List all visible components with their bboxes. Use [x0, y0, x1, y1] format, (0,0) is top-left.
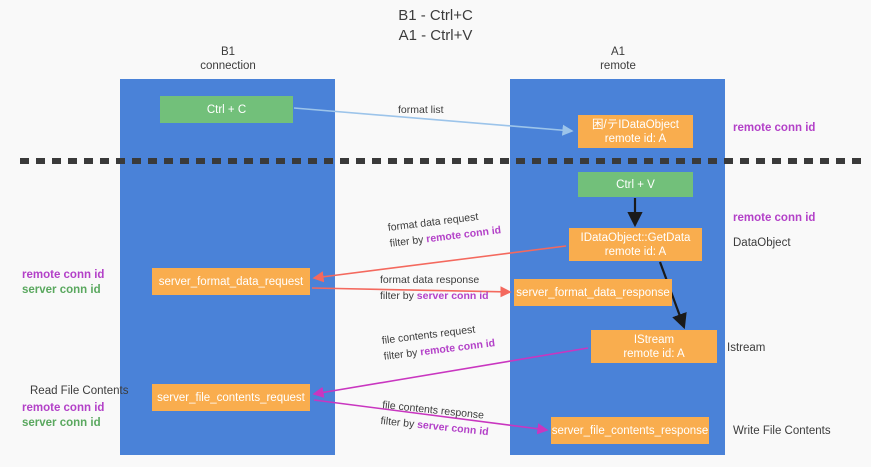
edge-label-file-contents-request: file contents request filter by remote c…: [381, 320, 496, 364]
edge-label-format-data-request: format data request filter by remote con…: [387, 207, 502, 251]
column-header-a1-name: A1: [610, 46, 626, 58]
edge-label-format-list: format list: [398, 103, 444, 118]
column-header-a1-role: remote: [600, 60, 636, 72]
side-label-istream: Istream: [727, 342, 766, 354]
column-header-b1: B1 connection: [138, 45, 318, 73]
side-label-dataobject: DataObject: [733, 237, 791, 249]
node-server-format-data-response[interactable]: server_format_data_response: [514, 279, 672, 306]
node-getdata-line2: remote id: A: [604, 245, 667, 258]
filter-key: server conn id: [416, 290, 489, 302]
edge-label-format-data-response: format data response filter by server co…: [380, 273, 489, 304]
node-server-file-contents-response-label: server_file_contents_response: [551, 424, 709, 437]
column-header-b1-role: connection: [200, 60, 256, 72]
side-label-left-server-conn-id-2: server conn id: [22, 417, 101, 429]
edge-label-format-data-response-filter: filter by server conn id: [380, 289, 489, 304]
side-label-left-server-conn-id: server conn id: [22, 284, 101, 296]
node-istream-line1: IStream: [633, 333, 675, 346]
edge-label-format-data-response-main: format data response: [380, 274, 480, 286]
side-label-left-remote-conn-id-2: remote conn id: [22, 402, 105, 414]
node-idataobject-line2: remote id: A: [604, 132, 667, 145]
filter-prefix: filter by: [383, 346, 422, 363]
side-label-left-remote-conn-id: remote conn id: [22, 269, 105, 281]
node-idataobject-getdata[interactable]: IDataObject::GetData remote id: A: [569, 228, 702, 261]
side-label-read-file-contents: Read File Contents: [30, 385, 129, 397]
column-header-a1: A1 remote: [528, 45, 708, 73]
title-line-2: A1 - Ctrl+V: [398, 27, 473, 44]
title-line-1: B1 - Ctrl+C: [398, 7, 473, 24]
side-label-write-file-contents: Write File Contents: [733, 425, 831, 437]
node-server-format-data-request-label: server_format_data_request: [158, 275, 304, 288]
side-label-remote-conn-id-top: remote conn id: [733, 122, 816, 134]
edge-label-format-list-text: format list: [398, 104, 444, 116]
side-label-left-conn-ids-2: remote conn id server conn id: [22, 401, 104, 431]
filter-prefix: filter by: [380, 290, 417, 302]
node-server-file-contents-request-label: server_file_contents_request: [157, 391, 305, 404]
filter-prefix: filter by: [379, 414, 418, 431]
filter-prefix: filter by: [389, 233, 428, 250]
node-server-file-contents-response[interactable]: server_file_contents_response: [551, 417, 709, 444]
node-getdata-line1: IDataObject::GetData: [580, 231, 691, 244]
node-istream-line2: remote id: A: [623, 347, 685, 360]
node-istream[interactable]: IStream remote id: A: [591, 330, 717, 363]
edge-label-file-contents-response: file contents response filter by server …: [380, 398, 491, 440]
diagram-title: B1 - Ctrl+C A1 - Ctrl+V: [0, 6, 871, 46]
node-idataobject[interactable]: 困/テIDataObject remote id: A: [578, 115, 693, 148]
node-ctrl-v-label: Ctrl + V: [616, 178, 655, 191]
node-ctrl-c[interactable]: Ctrl + C: [160, 96, 293, 123]
node-server-file-contents-request[interactable]: server_file_contents_request: [152, 384, 310, 411]
node-idataobject-line1: 困/テIDataObject: [592, 118, 679, 131]
column-header-b1-name: B1: [220, 46, 236, 58]
side-label-remote-conn-id-mid: remote conn id: [733, 212, 816, 224]
node-server-format-data-response-label: server_format_data_response: [516, 286, 670, 299]
node-ctrl-v[interactable]: Ctrl + V: [578, 172, 693, 197]
node-ctrl-c-label: Ctrl + C: [206, 103, 247, 116]
node-server-format-data-request[interactable]: server_format_data_request: [152, 268, 310, 295]
side-label-left-conn-ids: remote conn id server conn id: [22, 268, 104, 298]
